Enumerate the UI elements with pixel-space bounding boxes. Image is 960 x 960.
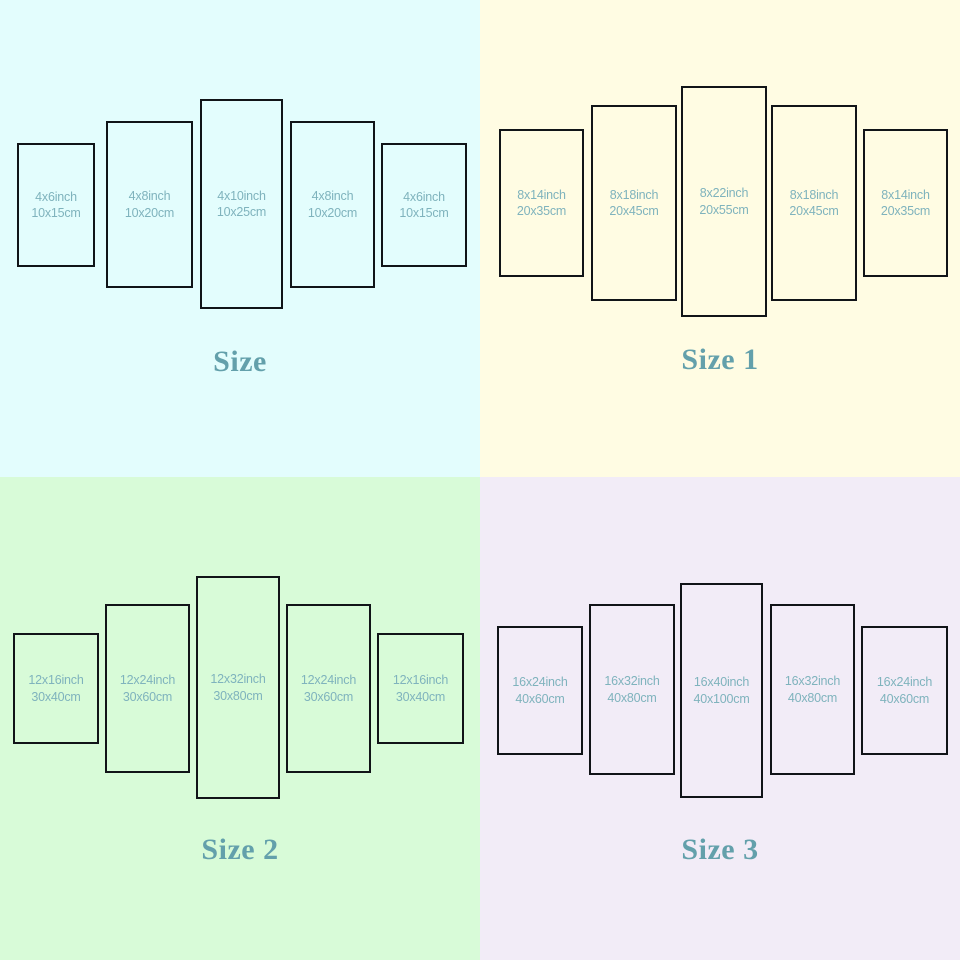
panel-size-inch: 4x8inch	[128, 189, 171, 203]
panel-size-inch: 12x24inch	[119, 673, 176, 687]
panel-size-inch: 16x32inch	[784, 674, 841, 688]
panel-size-cm: 20x35cm	[880, 204, 931, 218]
panel-group-size: 4x6inch 10x15cm 4x8inch 10x20cm 4x10inch 10x2…	[0, 0, 480, 477]
panel-size-inch: 8x18inch	[609, 187, 659, 202]
quadrant-title-size-2: Size 2	[201, 833, 279, 866]
canvas-panel[interactable]: 4x10inch 10x25cm	[200, 99, 283, 309]
panel-size-label: 4x6inch 10x15cm	[31, 189, 81, 222]
canvas-panel[interactable]: 12x24inch 30x60cm	[105, 604, 190, 773]
canvas-panel[interactable]: 16x24inch 40x60cm	[497, 626, 583, 755]
panel-size-label: 8x22inch 20x55cm	[699, 185, 749, 218]
canvas-panel[interactable]: 8x14inch 20x35cm	[863, 129, 948, 277]
panel-size-label: 12x32inch 30x80cm	[210, 671, 265, 704]
canvas-panel[interactable]: 4x8inch 10x20cm	[290, 121, 375, 288]
panel-size-label: 8x14inch 20x35cm	[880, 187, 931, 220]
panel-size-cm: 10x25cm	[216, 205, 267, 219]
canvas-panel[interactable]: 12x32inch 30x80cm	[196, 576, 280, 799]
panel-size-label: 4x6inch 10x15cm	[399, 189, 449, 222]
panel-size-cm: 10x15cm	[31, 206, 81, 220]
panel-size-inch: 12x32inch	[210, 672, 266, 686]
panel-size-inch: 8x14inch	[881, 187, 930, 202]
canvas-panel[interactable]: 16x32inch 40x80cm	[770, 604, 855, 775]
quadrant-title-size-1: Size 1	[681, 343, 759, 376]
panel-size-label: 8x14inch 20x35cm	[516, 187, 567, 220]
panel-size-cm: 30x40cm	[31, 689, 81, 704]
panel-size-label: 4x8inch 10x20cm	[307, 188, 358, 221]
canvas-panel[interactable]: 16x40inch 40x100cm	[680, 583, 763, 798]
panel-size-label: 4x8inch 10x20cm	[124, 188, 175, 221]
panel-size-cm: 30x60cm	[122, 689, 173, 704]
panel-size-cm: 40x100cm	[693, 691, 750, 706]
panel-size-inch: 8x22inch	[699, 186, 749, 200]
panel-size-label: 12x16inch 30x40cm	[393, 672, 448, 705]
panel-size-inch: 16x24inch	[876, 675, 933, 689]
canvas-panel[interactable]: 8x14inch 20x35cm	[499, 129, 584, 277]
quadrant-size-2: 12x16inch 30x40cm 12x24inch 30x60cm 12x32inc…	[0, 477, 480, 960]
panel-size-inch: 4x8inch	[311, 189, 354, 203]
panel-size-cm: 20x45cm	[609, 204, 659, 218]
canvas-panel[interactable]: 4x6inch 10x15cm	[17, 143, 95, 267]
panel-group-size-1: 8x14inch 20x35cm 8x18inch 20x45cm 8x22inch 20…	[480, 0, 960, 477]
panel-size-label: 16x32inch 40x80cm	[604, 673, 659, 706]
canvas-panel[interactable]: 8x18inch 20x45cm	[591, 105, 677, 301]
canvas-panel[interactable]: 12x24inch 30x60cm	[286, 604, 371, 773]
panel-size-inch: 4x6inch	[403, 189, 445, 204]
panel-size-label: 8x18inch 20x45cm	[609, 187, 659, 220]
canvas-panel[interactable]: 16x32inch 40x80cm	[589, 604, 675, 775]
quadrant-size-1: 8x14inch 20x35cm 8x18inch 20x45cm 8x22inch 20…	[480, 0, 960, 477]
panel-group-size-3: 16x24inch 40x60cm 16x32inch 40x80cm 16x40inc…	[480, 477, 960, 960]
panel-size-label: 12x24inch 30x60cm	[120, 672, 175, 705]
panel-size-inch: 8x18inch	[789, 187, 839, 202]
panel-size-cm: 40x80cm	[787, 690, 838, 705]
canvas-panel[interactable]: 12x16inch 30x40cm	[377, 633, 464, 744]
panel-size-inch: 16x40inch	[693, 675, 750, 689]
panel-size-label: 16x32inch 40x80cm	[785, 673, 840, 706]
panel-size-inch: 16x32inch	[604, 674, 660, 688]
panel-size-cm: 30x60cm	[303, 689, 354, 704]
panel-group-size-2: 12x16inch 30x40cm 12x24inch 30x60cm 12x32inc…	[0, 477, 480, 960]
panel-size-label: 12x24inch 30x60cm	[301, 672, 356, 705]
panel-size-cm: 40x60cm	[515, 691, 565, 706]
panel-size-inch: 8x14inch	[517, 187, 566, 202]
panel-size-cm: 20x45cm	[789, 204, 839, 218]
panel-size-inch: 16x24inch	[512, 675, 568, 689]
canvas-panel[interactable]: 4x6inch 10x15cm	[381, 143, 467, 267]
panel-size-inch: 4x6inch	[35, 189, 77, 204]
panel-size-cm: 10x20cm	[307, 205, 358, 220]
panel-size-cm: 40x80cm	[607, 690, 657, 705]
quadrant-size-3: 16x24inch 40x60cm 16x32inch 40x80cm 16x40inc…	[480, 477, 960, 960]
quadrant-title-size: Size	[213, 345, 267, 378]
canvas-panel[interactable]: 8x18inch 20x45cm	[771, 105, 857, 301]
panel-size-cm: 10x20cm	[124, 205, 175, 220]
panel-size-label: 4x10inch 10x25cm	[216, 188, 267, 221]
panel-size-label: 12x16inch 30x40cm	[28, 672, 83, 705]
quadrant-size: 4x6inch 10x15cm 4x8inch 10x20cm 4x10inch 10x2…	[0, 0, 480, 477]
panel-size-cm: 20x35cm	[516, 204, 567, 218]
canvas-panel[interactable]: 4x8inch 10x20cm	[106, 121, 193, 288]
panel-size-label: 8x18inch 20x45cm	[789, 187, 839, 220]
panel-size-inch: 12x16inch	[392, 673, 449, 687]
quadrant-title-size-3: Size 3	[681, 833, 759, 866]
panel-size-inch: 12x16inch	[28, 673, 84, 687]
panel-size-label: 16x40inch 40x100cm	[693, 674, 749, 707]
panel-size-cm: 30x80cm	[213, 688, 263, 703]
canvas-panel[interactable]: 12x16inch 30x40cm	[13, 633, 99, 744]
canvas-panel[interactable]: 8x22inch 20x55cm	[681, 86, 767, 317]
panel-size-inch: 4x10inch	[217, 188, 266, 203]
panel-size-label: 16x24inch 40x60cm	[512, 674, 567, 707]
panel-size-cm: 10x15cm	[399, 206, 449, 220]
panel-size-cm: 40x60cm	[879, 691, 930, 706]
canvas-panel[interactable]: 16x24inch 40x60cm	[861, 626, 948, 755]
panel-size-inch: 12x24inch	[300, 673, 357, 687]
panel-size-cm: 30x40cm	[395, 689, 446, 704]
panel-size-cm: 20x55cm	[699, 202, 749, 217]
panel-size-label: 16x24inch 40x60cm	[877, 674, 932, 707]
